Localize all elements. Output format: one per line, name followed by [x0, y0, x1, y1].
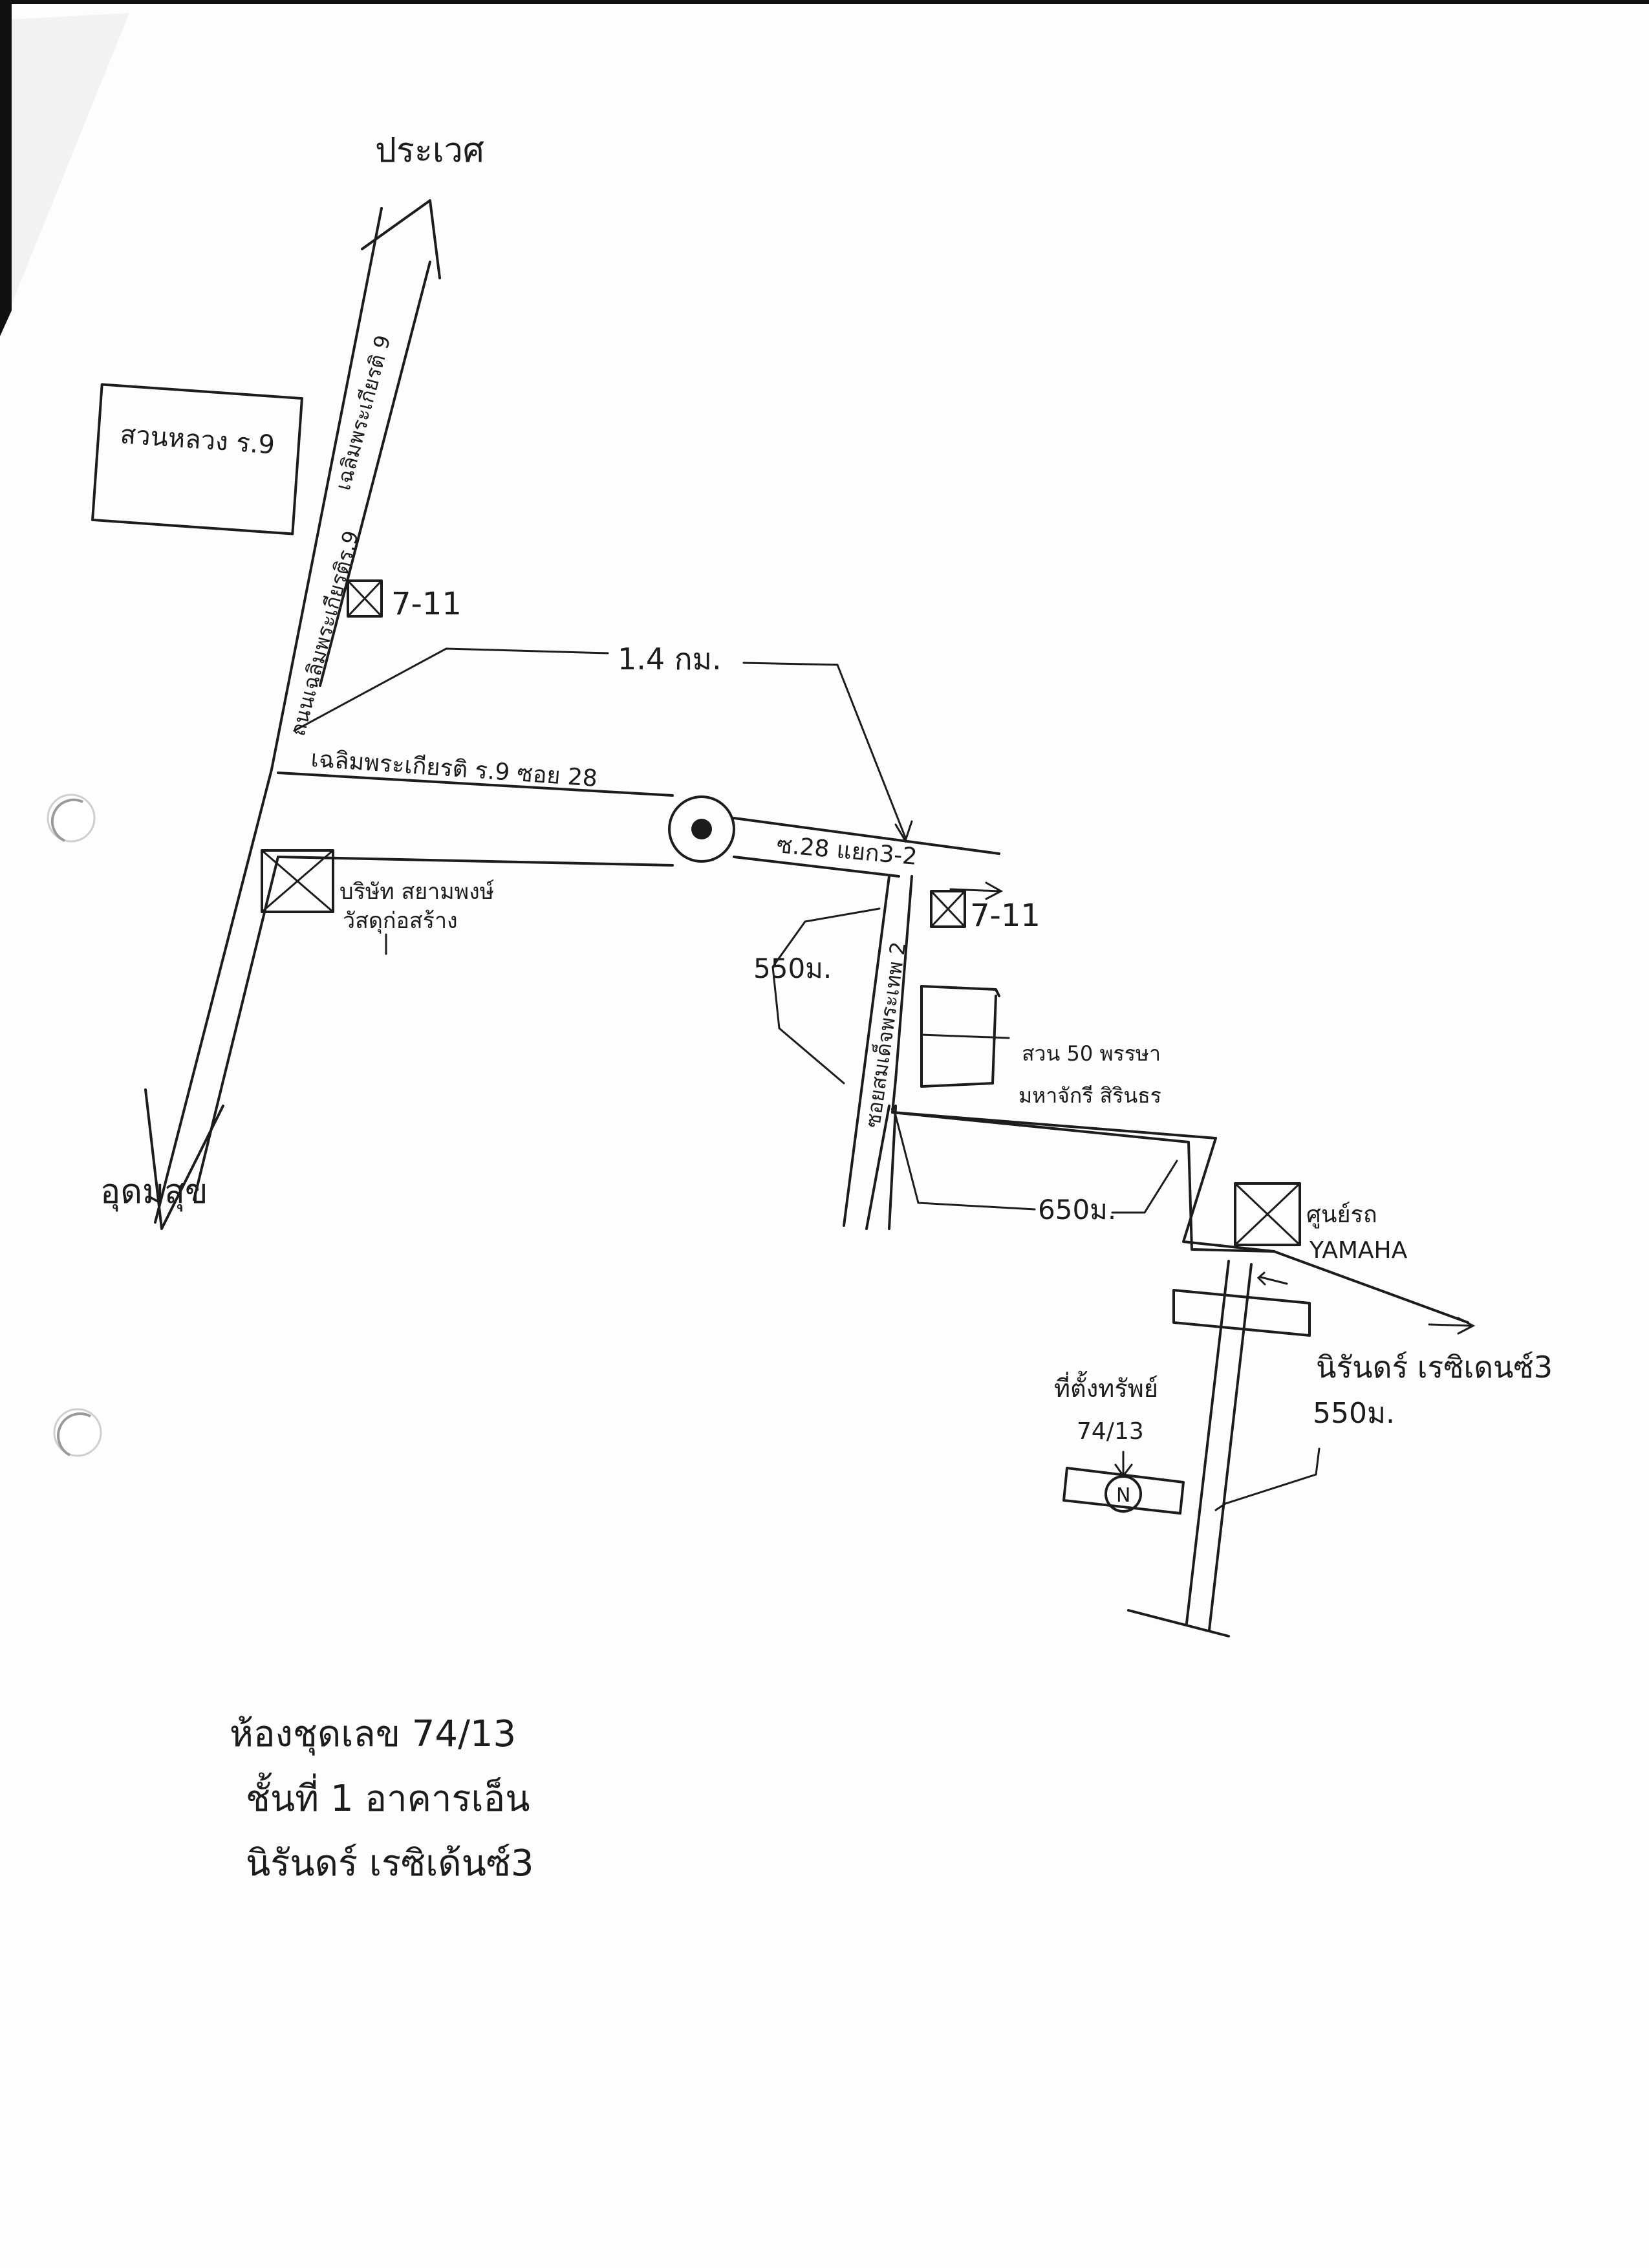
- main-road: [144, 199, 441, 1230]
- distance-bracket-last: [1214, 1447, 1320, 1511]
- south-arrow-head: [144, 1088, 224, 1230]
- project-label: นิรันดร์ เรซิเดนซ์3: [1316, 1350, 1553, 1385]
- seven-eleven-box-2: [930, 890, 966, 928]
- distance-soi-label: 550ม.: [753, 953, 832, 984]
- north-destination-label: ประเวศ: [375, 131, 484, 170]
- garden-label-line1: สวน 50 พรรษา: [1022, 1041, 1161, 1066]
- distance-bracket-middle-right: [1111, 1160, 1178, 1214]
- company-box: [261, 849, 387, 955]
- yamaha-label-line1: ศูนย์รถ: [1306, 1202, 1377, 1229]
- punch-hole-top: [47, 794, 96, 843]
- seven-eleven-box-1: [347, 579, 383, 618]
- company-label-line2: วัสดุก่อสร้าง: [343, 908, 458, 934]
- soi-28-road: [277, 772, 1004, 900]
- project-gate: [1172, 1289, 1311, 1337]
- park-box: [91, 383, 303, 535]
- distance-middle-label: 650ม.: [1038, 1194, 1116, 1226]
- distance-bracket-soi: [771, 907, 881, 1085]
- yamaha-box: [1234, 1182, 1301, 1246]
- punch-hole-bottom: [53, 1408, 102, 1457]
- south-destination-label: อุดมสุข: [100, 1172, 208, 1212]
- property-label: ที่ตั้งทรัพย์: [1054, 1370, 1158, 1403]
- distance-last-label: 550ม.: [1313, 1397, 1395, 1430]
- park-label: สวนหลวง ร.9: [119, 420, 275, 460]
- left-scan-edge: [0, 0, 12, 336]
- note-line-3: นิรันดร์ เรซิเด้นซ์3: [246, 1842, 534, 1885]
- property-lot: [1062, 1451, 1185, 1515]
- distance-bracket-middle-left: [894, 1114, 1036, 1211]
- garden-box: [920, 985, 1010, 1088]
- note-line-2: ชั้นที่ 1 อาคารเอ็น: [246, 1773, 530, 1820]
- north-marker-label: N: [1116, 1484, 1130, 1507]
- roundabout: [668, 795, 735, 863]
- garden-label-line2: มหาจักรี สิรินธร: [1018, 1083, 1161, 1108]
- yamaha-label-line2: YAMAHA: [1309, 1237, 1408, 1264]
- main-road-label: ถนนเฉลิมพระเกียรติร.9: [285, 528, 363, 739]
- top-scan-edge: [0, 0, 1649, 4]
- distance-bracket-right: [742, 662, 907, 839]
- side-road: [843, 875, 1469, 1324]
- seven-eleven-label-2: 7-11: [970, 898, 1040, 934]
- folded-corner: [12, 13, 129, 304]
- north-arrow-head: [361, 199, 441, 279]
- note-line-1: ห้องชุดเลข 74/13: [230, 1713, 516, 1756]
- distance-bracket-left: [293, 647, 609, 732]
- property-number-label: 74/13: [1077, 1418, 1144, 1445]
- distance-main-label: 1.4 กม.: [618, 642, 722, 676]
- final-street: [1127, 1260, 1311, 1637]
- soi-28-label: เฉลิมพระเกียรติ ร.9 ซอย 28: [310, 746, 598, 792]
- seven-eleven-label-1: 7-11: [391, 586, 462, 622]
- company-label-line1: บริษัท สยามพงษ์: [339, 879, 494, 905]
